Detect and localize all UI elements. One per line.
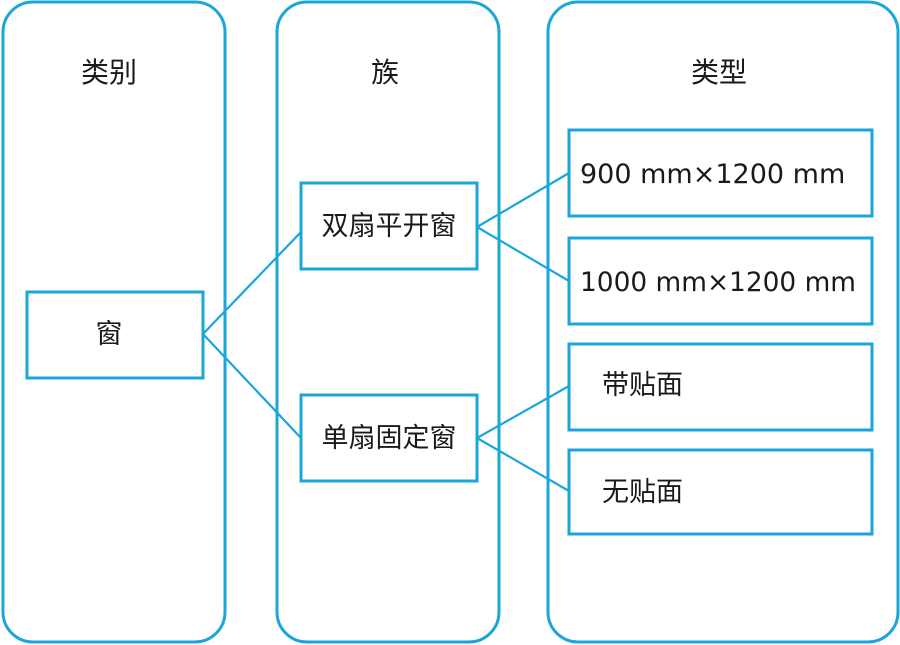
connector-casement-to-type-2 [476,226,570,282]
type-node-3-label: 带贴面 [602,370,683,401]
type-column-title: 类型 [691,56,747,89]
type-node-4-box [567,448,874,536]
type-column-frame [546,0,900,644]
connector-window-to-fixed [202,333,302,439]
family-column-title: 族 [371,56,399,89]
type-node-2-box [567,236,874,326]
category-column-frame [1,0,227,644]
type-node-1-box [567,128,874,218]
family-column-frame [275,0,501,644]
family-node-casement-box [299,181,479,271]
family-node-fixed-box [299,393,479,483]
category-node-window [25,290,205,380]
category-node-label: 窗 [96,319,123,350]
connector-fixed-to-type-3 [476,385,570,439]
family-node-fixed-label: 单扇固定窗 [322,423,457,454]
connector-casement-to-type-1 [476,172,570,228]
type-node-3-box [567,342,874,432]
category-column-title: 类别 [81,56,137,89]
family-node-casement-label: 双扇平开窗 [322,211,457,242]
type-node-1-label: 900 mm×1200 mm [580,159,845,190]
connector-window-to-casement [202,231,302,335]
type-node-2-label: 1000 mm×1200 mm [580,267,856,298]
type-node-4-label: 无贴面 [602,477,683,508]
connector-fixed-to-type-4 [476,437,570,492]
